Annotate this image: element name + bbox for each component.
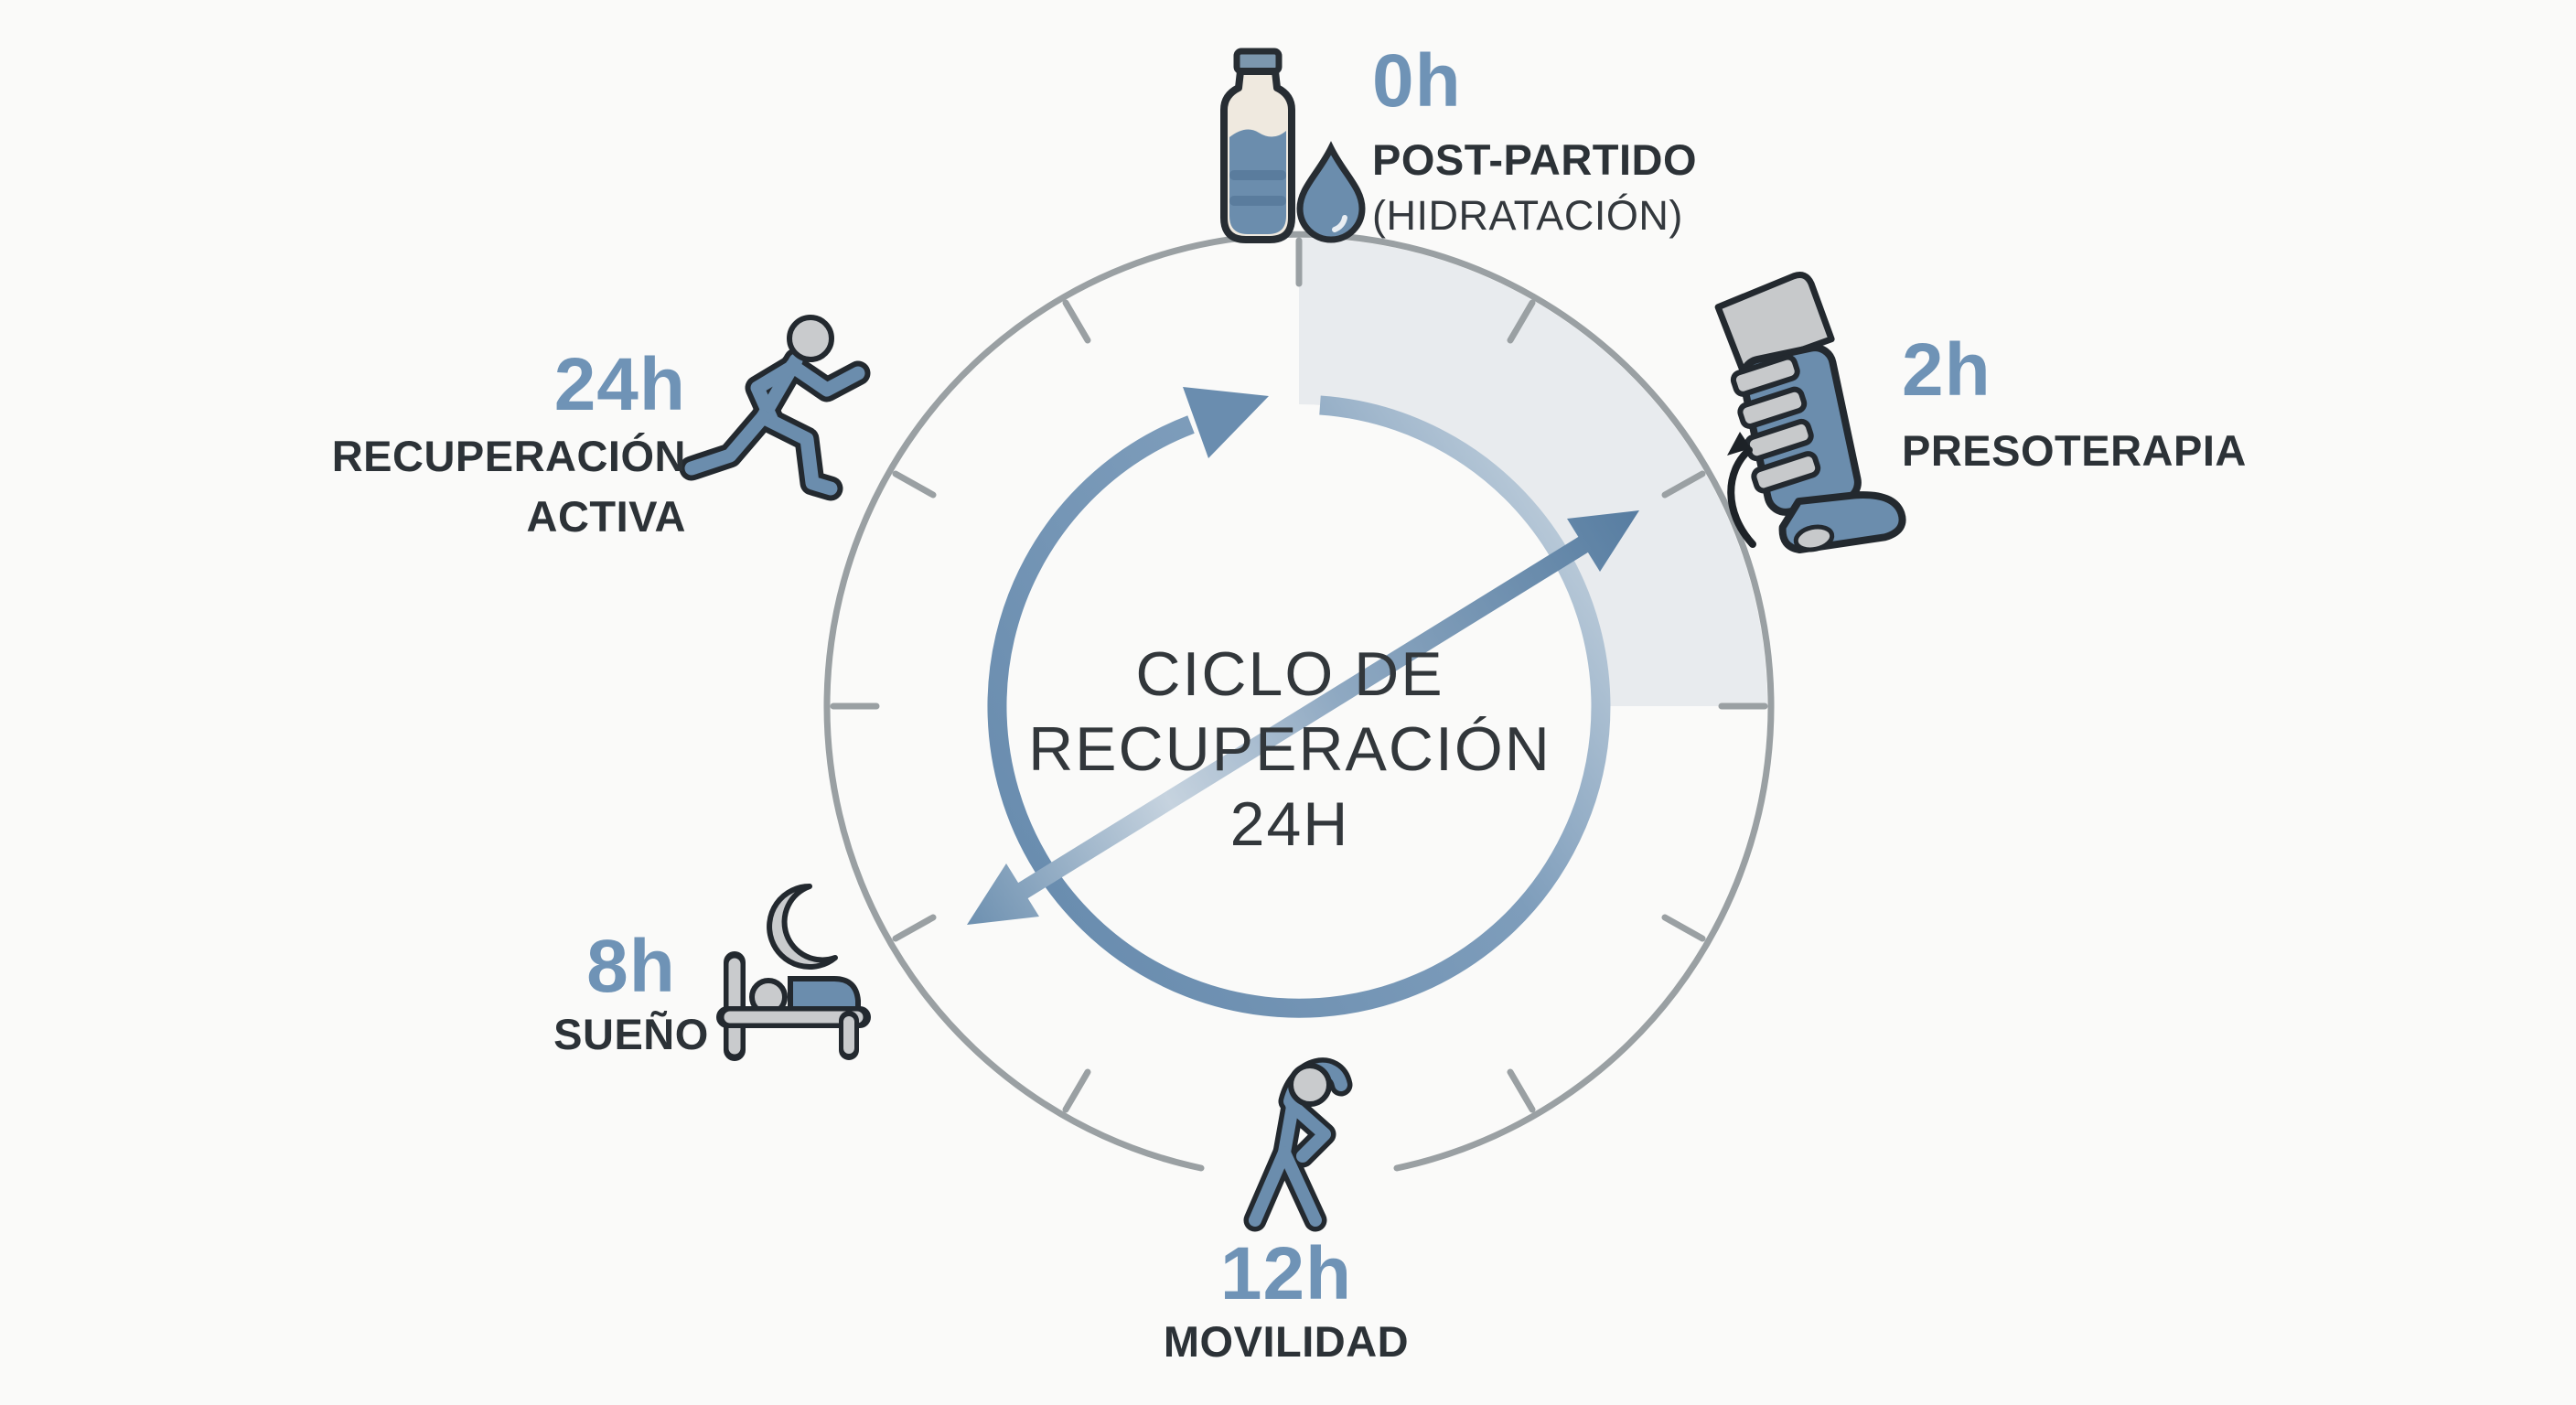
station-time-24h: 24h bbox=[553, 343, 686, 426]
center-title-line2: RECUPERACIÓN bbox=[1028, 714, 1551, 784]
water-bottle-icon bbox=[1220, 48, 1366, 243]
pressotherapy-boot-icon bbox=[1714, 272, 1906, 554]
station-label-sueno: SUEÑO bbox=[553, 1010, 709, 1059]
water-droplet-icon bbox=[1296, 141, 1366, 243]
station-time-0h: 0h bbox=[1372, 39, 1462, 123]
cycle-arrowhead-icon bbox=[1183, 387, 1269, 458]
station-time-12h: 12h bbox=[1219, 1232, 1353, 1315]
station-movilidad: 12h MOVILIDAD bbox=[1149, 1235, 1423, 1369]
station-label-activa: ACTIVA bbox=[526, 492, 686, 542]
moon-icon bbox=[767, 884, 838, 970]
clock-ring bbox=[823, 231, 1775, 1172]
cycle-arrow bbox=[987, 387, 1611, 1018]
center-title-line1: CICLO DE bbox=[1135, 639, 1444, 709]
station-label-recuperacion: RECUPERACIÓN bbox=[331, 432, 686, 481]
bed-icon bbox=[716, 951, 871, 1061]
bed-and-moon-icon bbox=[716, 884, 871, 1061]
station-sueno: 8h SUEÑO bbox=[494, 928, 768, 1062]
clock-center-title: CICLO DE RECUPERACIÓN 24H bbox=[970, 637, 1610, 862]
clock-hand-arrow bbox=[967, 510, 1639, 925]
highlight-sector bbox=[1299, 238, 1767, 706]
inflation-arrow-icon bbox=[1727, 446, 1756, 548]
center-title-line3: 24H bbox=[1229, 789, 1350, 859]
station-post-partido: 0h POST-PARTIDO (HIDRATACIÓN) bbox=[1372, 42, 1884, 241]
station-presoterapia: 2h PRESOTERAPIA bbox=[1902, 331, 2414, 478]
station-sublabel-hidratacion: (HIDRATACIÓN) bbox=[1372, 192, 1683, 240]
station-label-post-partido: POST-PARTIDO bbox=[1372, 135, 1698, 185]
running-person-icon bbox=[679, 315, 871, 501]
station-recuperacion-activa: 24h RECUPERACIÓN ACTIVA bbox=[274, 346, 686, 545]
station-time-2h: 2h bbox=[1902, 328, 1991, 412]
station-label-movilidad: MOVILIDAD bbox=[1163, 1317, 1410, 1367]
station-label-presoterapia: PRESOTERAPIA bbox=[1902, 426, 2247, 476]
clock-ticks bbox=[830, 237, 1768, 1113]
station-time-8h: 8h bbox=[586, 925, 676, 1008]
stretching-person-icon bbox=[1243, 1057, 1353, 1232]
